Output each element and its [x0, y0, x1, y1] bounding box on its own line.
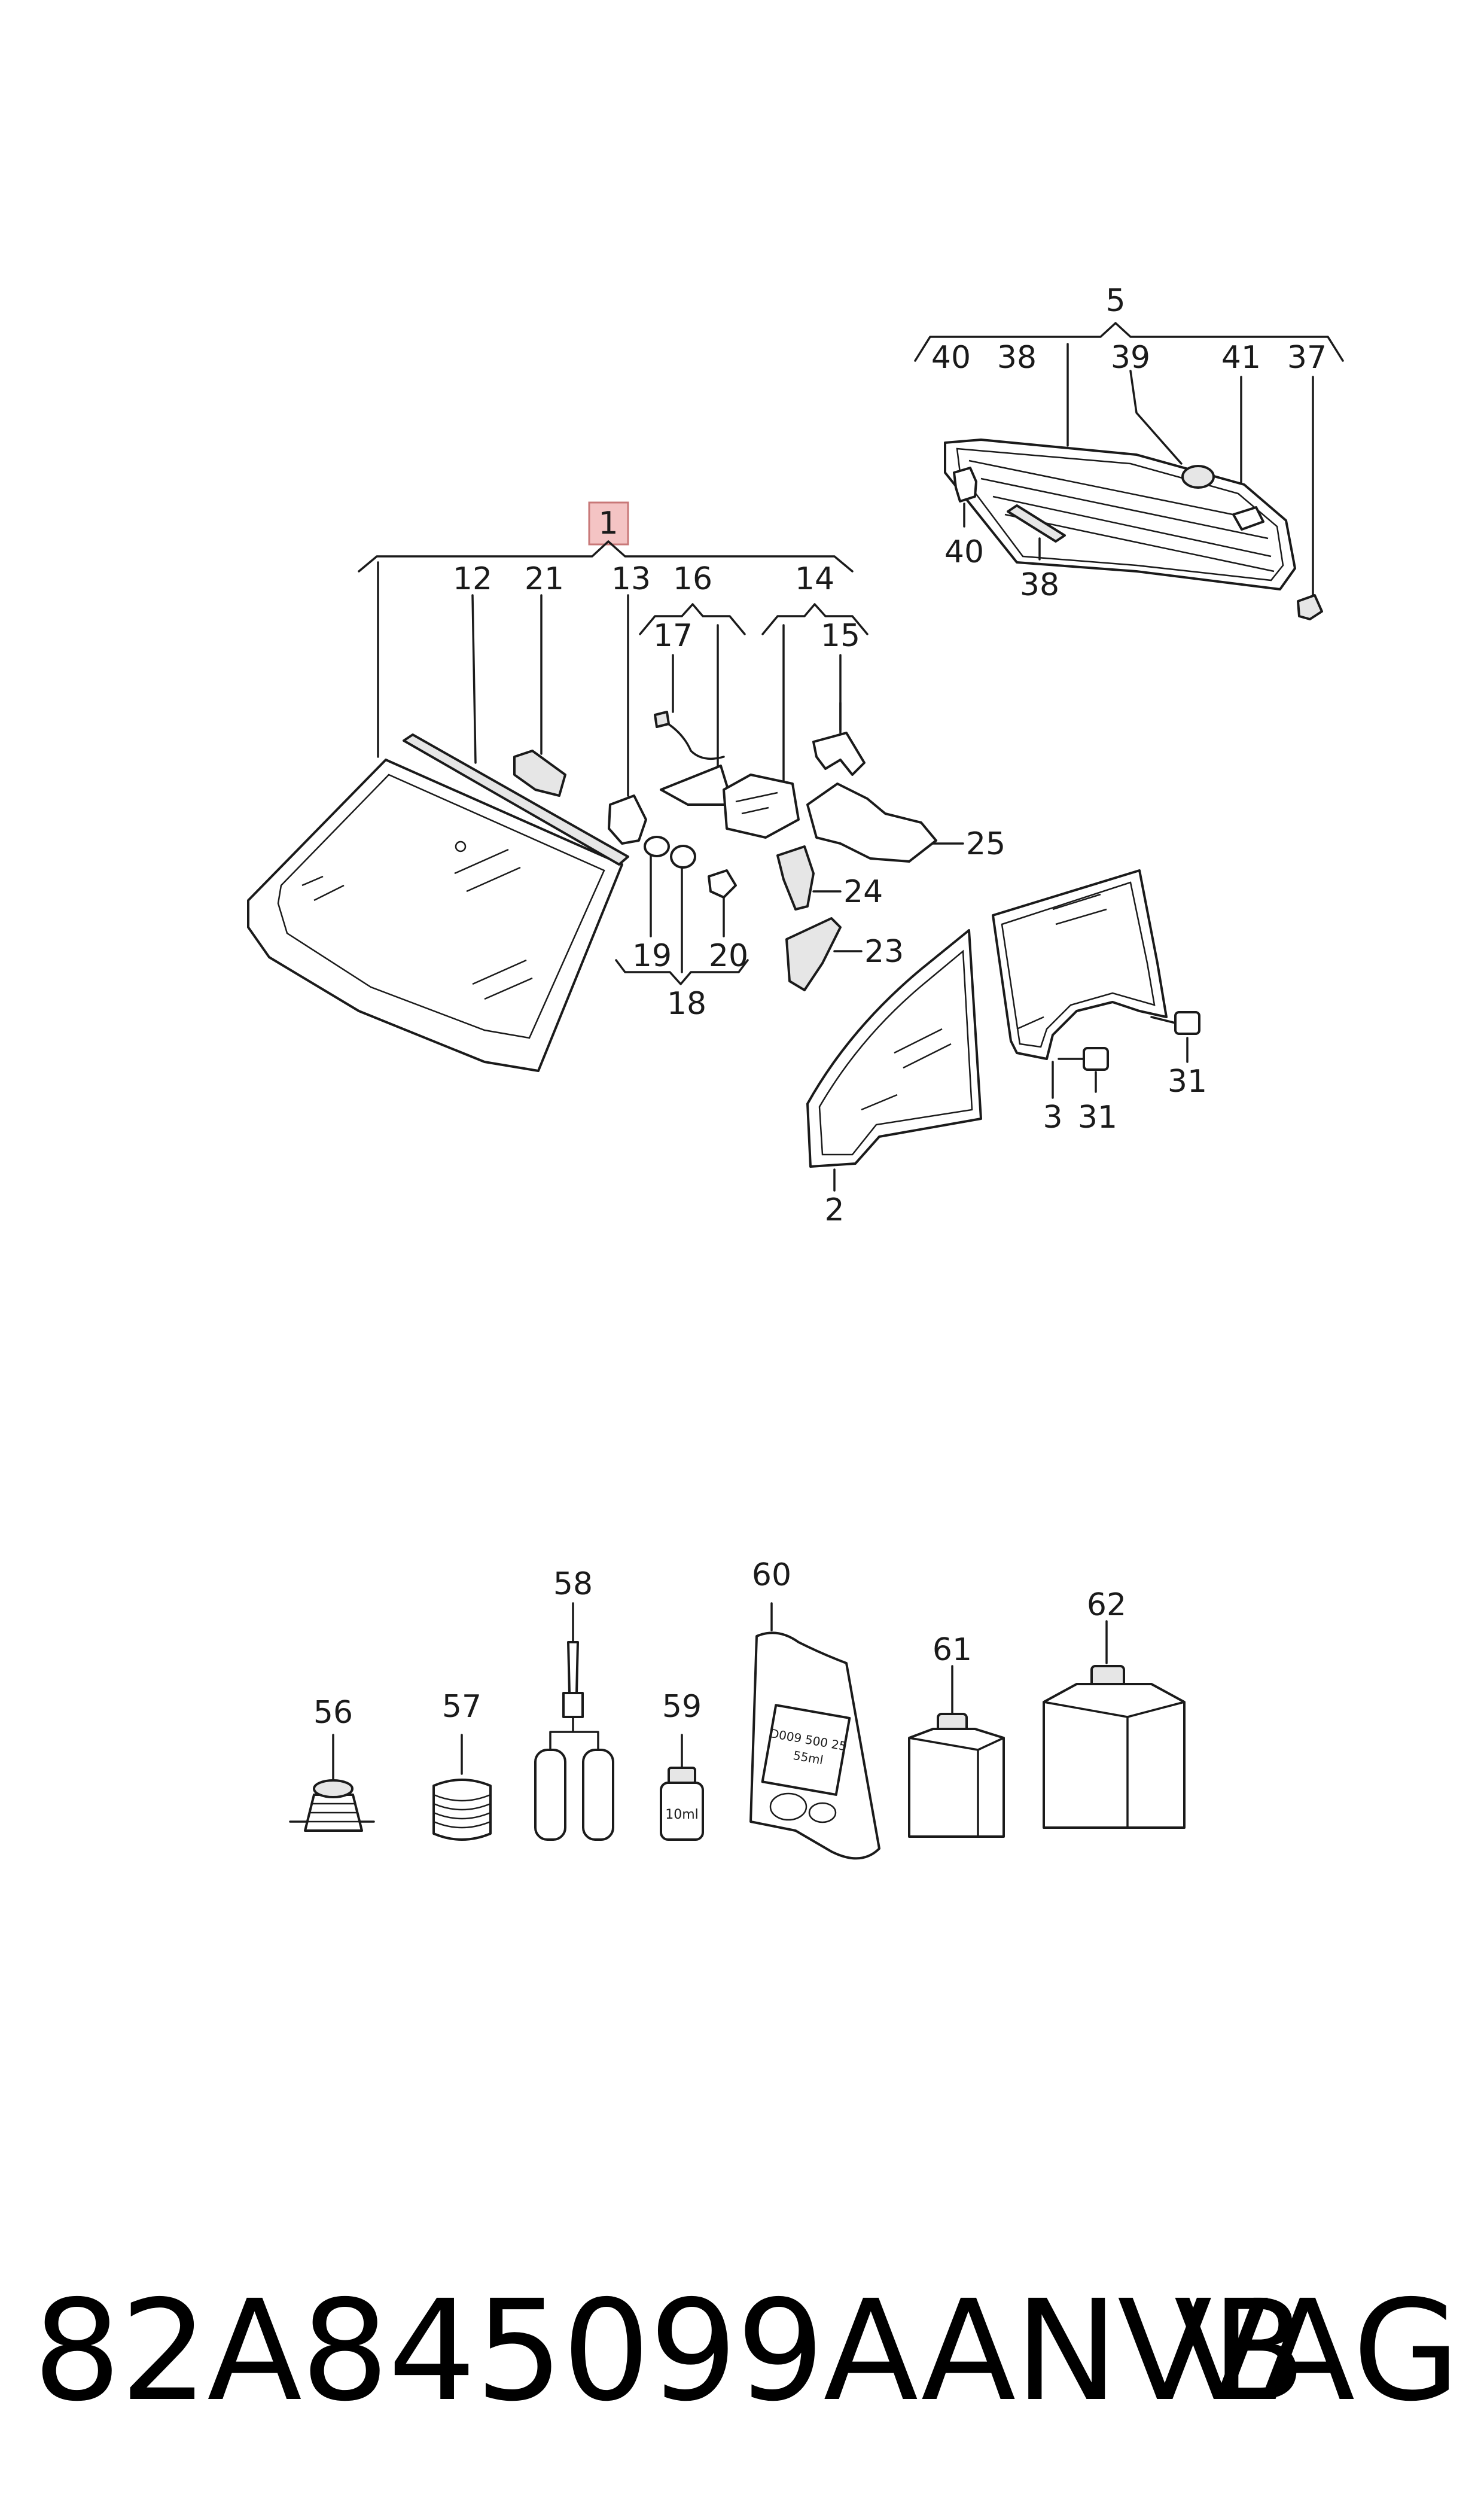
callout-61: 61	[933, 1632, 972, 1668]
callout-21: 21	[525, 561, 564, 597]
callout-13: 13	[611, 561, 651, 597]
callout-40-top: 40	[931, 340, 971, 376]
strip-part-38	[1007, 504, 1066, 543]
callout-39: 39	[1111, 340, 1150, 376]
consumables-group: 10ml D009 500 25 55ml 56 57 58	[289, 1557, 1186, 1860]
brand-name: VAG	[1174, 2270, 1460, 2432]
door-windows-group: 2 3 31 31	[806, 869, 1207, 1228]
callout-37: 37	[1287, 340, 1327, 376]
callout-14: 14	[795, 561, 834, 597]
bottle-59-label: 10ml	[665, 1807, 699, 1822]
trim-strip-part-12	[403, 733, 629, 866]
callout-23: 23	[864, 934, 904, 970]
ring-part-19	[644, 836, 670, 857]
adhesive-cord-part-57	[432, 1734, 492, 1841]
callout-40-bottom: 40	[944, 534, 984, 570]
connector-part-41	[1232, 506, 1264, 531]
bolt-part-31-b	[1150, 1011, 1200, 1063]
container-part-62	[1043, 1620, 1186, 1829]
callout-31-upper: 31	[1168, 1064, 1207, 1100]
callout-25: 25	[966, 826, 1005, 862]
clip-part-20	[708, 869, 737, 899]
cover-part-21	[513, 750, 566, 797]
callout-38-bottom: 38	[1020, 567, 1059, 603]
sensor-housing-part-14	[723, 774, 800, 839]
cover-part-24	[776, 845, 815, 911]
windscreen-group: 1	[247, 501, 1005, 1072]
mirror-cover-part-25	[806, 783, 937, 863]
callout-59: 59	[662, 1689, 702, 1725]
adhesive-cord-part-56	[289, 1734, 375, 1832]
callout-12: 12	[453, 561, 492, 597]
rear-window-group: 5 40 38 39 41 37 40 38	[914, 283, 1344, 620]
connector-part-40	[953, 467, 977, 503]
callout-62: 62	[1087, 1587, 1126, 1623]
clip-part-18	[670, 845, 696, 869]
callout-17: 17	[653, 618, 693, 654]
callout-41: 41	[1221, 340, 1261, 376]
callout-1-highlight	[588, 501, 629, 546]
callout-5: 5	[1105, 283, 1125, 319]
clip-part-15	[812, 732, 866, 776]
callout-15: 15	[821, 618, 860, 654]
bolt-part-31-a	[1058, 1047, 1109, 1093]
callout-31-lower: 31	[1078, 1100, 1117, 1135]
callout-58: 58	[553, 1566, 593, 1602]
cleaner-bottle-part-61	[908, 1665, 1005, 1838]
primer-bottle-part-59: 10ml	[660, 1734, 704, 1841]
mirror-base-part-13	[608, 794, 647, 845]
footer: 82A845099AANVB VAG	[0, 2261, 1484, 2441]
callout-60: 60	[752, 1557, 791, 1593]
cover-part-23	[785, 917, 842, 991]
repair-kit-bag-part-60: D009 500 25 55ml	[749, 1602, 880, 1860]
callout-20: 20	[709, 938, 748, 974]
windscreen-glass	[247, 759, 623, 1072]
callout-38-top: 38	[997, 340, 1037, 376]
clip-part-37	[1297, 594, 1323, 620]
callout-3: 3	[1043, 1100, 1062, 1135]
door-glass-part-3	[992, 869, 1168, 1060]
callout-16: 16	[673, 561, 712, 597]
door-glass-part-2	[806, 929, 982, 1168]
housing-part-16	[660, 765, 734, 806]
callout-18: 18	[667, 986, 706, 1022]
callout-57: 57	[442, 1689, 482, 1725]
part-number: 82A845099AANVB	[33, 2270, 1306, 2432]
callout-56: 56	[313, 1695, 353, 1731]
callout-19: 19	[632, 938, 672, 974]
twin-cartridge-part-58	[534, 1602, 614, 1841]
grommet-part-39	[1181, 465, 1215, 489]
callout-24: 24	[843, 874, 883, 910]
callout-1: 1	[598, 506, 618, 541]
callout-2: 2	[824, 1192, 844, 1228]
